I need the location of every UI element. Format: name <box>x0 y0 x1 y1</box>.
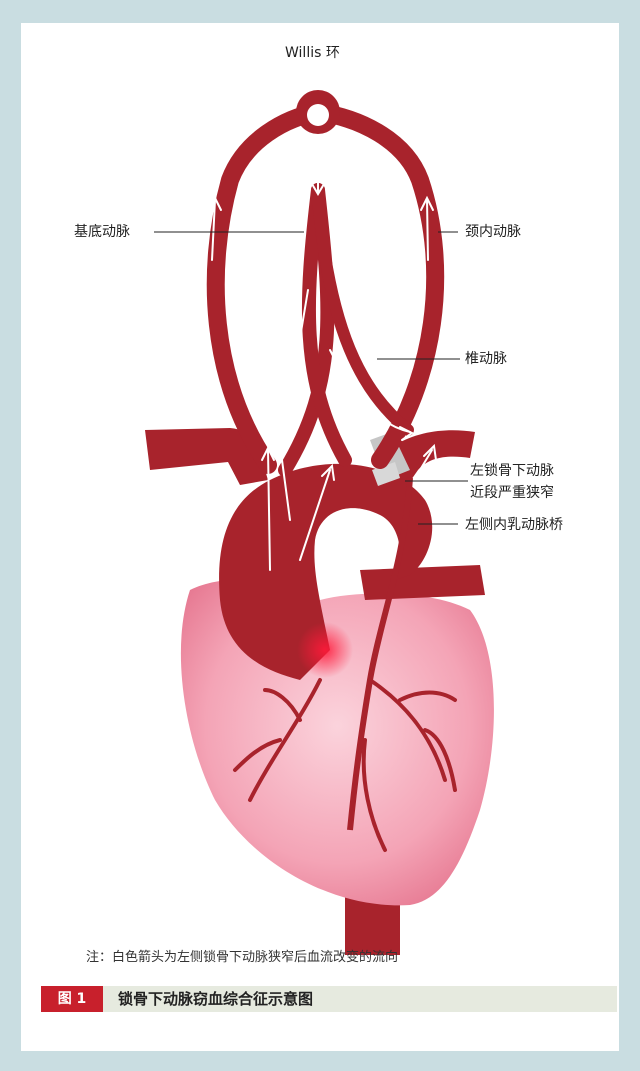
stenosis-label-line2: 近段严重狭窄 <box>470 484 554 502</box>
figure-title: 锁骨下动脉窃血综合征示意图 <box>118 986 313 1012</box>
stenosis-glow <box>297 622 353 678</box>
pulmonary-trunk <box>360 565 485 600</box>
basilar-label: 基底动脉 <box>74 223 130 241</box>
willis-label: Willis 环 <box>285 44 340 62</box>
figure-number: 图 1 <box>41 986 103 1012</box>
vertebral-label: 椎动脉 <box>465 350 507 368</box>
carotid-label: 颈内动脉 <box>465 223 521 241</box>
figure-note: 注：白色箭头为左侧锁骨下动脉狭窄后血流改变的流向 <box>86 946 398 965</box>
stenosis-label-line1: 左锁骨下动脉 <box>470 462 554 480</box>
lima-label: 左侧内乳动脉桥 <box>465 516 563 534</box>
